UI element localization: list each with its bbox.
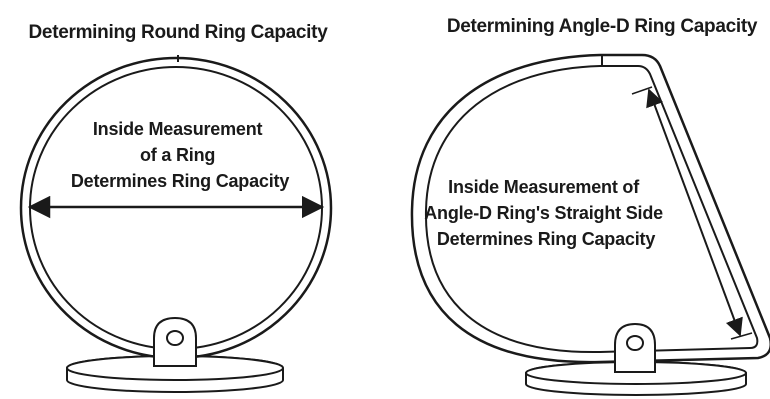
round-ring-title: Determining Round Ring Capacity bbox=[29, 22, 329, 43]
angle-d-measure-arrow bbox=[646, 88, 743, 337]
angle-caption-line-2: Angle-D Ring's Straight Side bbox=[424, 203, 663, 223]
angle-d-measure-tick-bottom bbox=[730, 332, 753, 340]
angle-d-ring-clasp bbox=[614, 322, 656, 373]
round-caption-line-3: Determines Ring Capacity bbox=[71, 171, 289, 191]
round-ring-caption: Inside Measurement of a Ring Determines … bbox=[71, 119, 289, 191]
angle-d-measure-tick-top bbox=[631, 86, 653, 95]
angle-d-ring-caption: Inside Measurement of Angle-D Ring's Str… bbox=[424, 177, 668, 249]
angle-caption-line-3: Determines Ring Capacity bbox=[437, 229, 655, 249]
angle-d-ring-panel: Determining Angle-D Ring Capacity Inside… bbox=[410, 16, 770, 396]
angle-d-ring bbox=[410, 53, 770, 364]
round-caption-line-2: of a Ring bbox=[140, 145, 215, 165]
round-ring-clasp bbox=[153, 316, 197, 367]
angle-caption-line-1: Inside Measurement of bbox=[448, 177, 640, 197]
round-ring-panel: Determining Round Ring Capacity Inside M… bbox=[19, 22, 333, 393]
angle-d-ring-title: Determining Angle-D Ring Capacity bbox=[447, 16, 758, 37]
round-caption-line-1: Inside Measurement bbox=[93, 119, 263, 139]
